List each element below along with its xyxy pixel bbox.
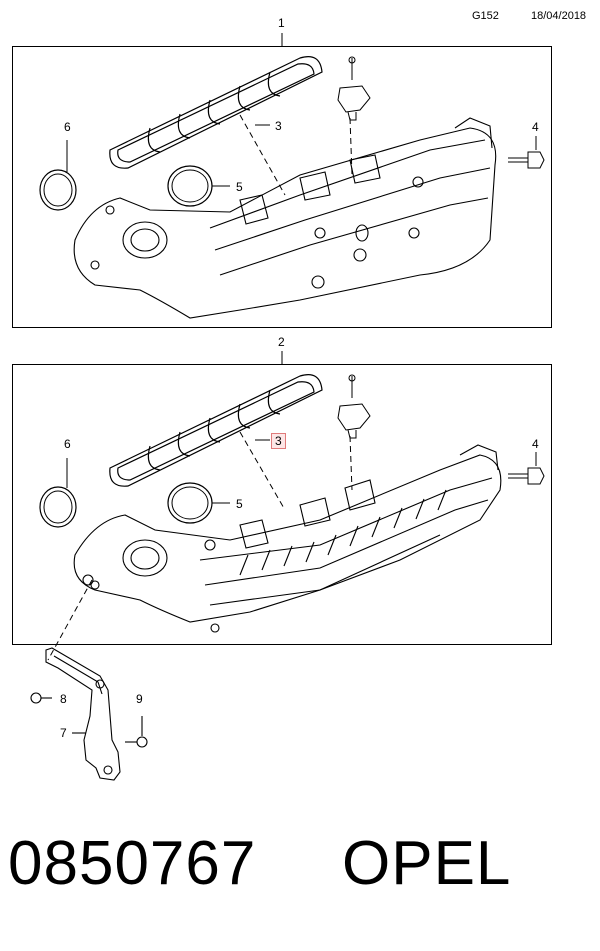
panel-1-bolt [508, 151, 545, 169]
panel-1-o-ring [167, 165, 213, 207]
panel-1-sensor [337, 56, 371, 121]
panel-2-number: 2 [278, 335, 285, 349]
panel-1-ring [39, 169, 77, 211]
panel-2-gasket [109, 374, 323, 487]
panel-1-gasket [109, 56, 323, 169]
panel-2-callout-5: 5 [236, 497, 243, 511]
panel-2-o-ring [167, 482, 213, 524]
panel-2-manifold [73, 444, 502, 633]
bracket-assembly [30, 647, 148, 781]
panel-1-callout-4: 4 [532, 120, 539, 134]
panel-2-callout-4: 4 [532, 437, 539, 451]
panel-1-number: 1 [278, 16, 285, 30]
callout-7: 7 [60, 726, 67, 740]
part-number: 0850767 [8, 829, 257, 898]
brand-name: OPEL [342, 829, 512, 898]
panel-2-callout-3-highlighted[interactable]: 3 [271, 433, 286, 449]
callout-9: 9 [136, 692, 143, 706]
panel-2-frame [12, 364, 552, 645]
bracket [45, 647, 121, 781]
callout-8: 8 [60, 692, 67, 706]
panel-1-callout-5: 5 [236, 180, 243, 194]
panel-2-sensor [337, 374, 371, 439]
panel-2-bolt [508, 467, 545, 485]
panel-1-parts [39, 56, 545, 319]
bracket-bolt [30, 692, 42, 704]
panel-1-callout-3: 3 [275, 119, 282, 133]
diagram-date: 18/04/2018 [531, 10, 587, 22]
panel-1-callout-6: 6 [64, 120, 71, 134]
panel-1-frame [12, 46, 552, 328]
panel-1-manifold [73, 117, 497, 319]
diagram-code: G152 [472, 10, 499, 22]
panel-2-parts [39, 374, 545, 661]
panel-2-callout-6: 6 [64, 437, 71, 451]
panel-2-ring [39, 486, 77, 528]
bracket-nut [136, 736, 148, 748]
